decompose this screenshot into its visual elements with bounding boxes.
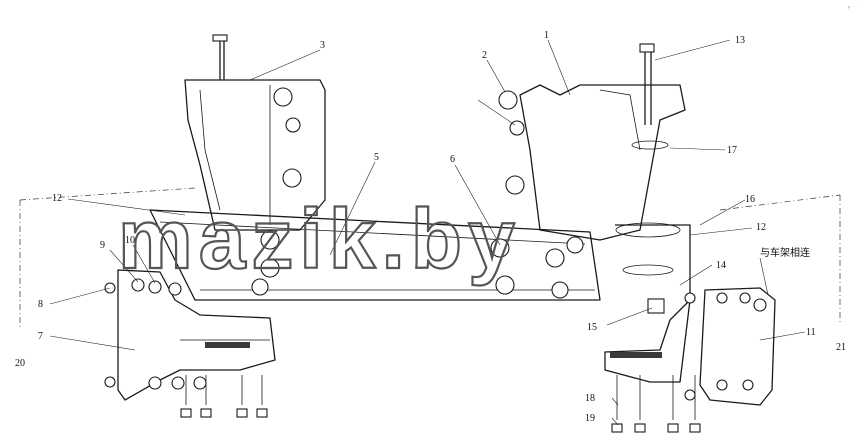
crossmember-outline	[19, 187, 841, 330]
callout-16: 16	[745, 194, 755, 205]
callout-labels: 1 2 3 5 6 7 8 9 10 11 12 12 13 14 15 16 …	[15, 30, 846, 424]
callout-5: 5	[374, 152, 379, 163]
callout-12-left: 12	[52, 193, 62, 204]
callout-9: 9	[100, 240, 105, 251]
callout-12-right: 12	[756, 222, 766, 233]
callout-17: 17	[727, 145, 737, 156]
callout-11: 11	[806, 327, 816, 338]
callout-7: 7	[38, 331, 43, 342]
left-lower-mount	[104, 269, 276, 418]
callout-13: 13	[735, 35, 745, 46]
callout-15: 15	[587, 322, 597, 333]
callout-3: 3	[320, 40, 325, 51]
corner-mark: p· ···	[848, 4, 857, 9]
callout-6: 6	[450, 154, 455, 165]
callout-20: 20	[15, 358, 25, 369]
right-lower-mount	[604, 222, 776, 433]
callout-19: 19	[585, 413, 595, 424]
callout-10: 10	[125, 235, 135, 246]
callout-2: 2	[482, 50, 487, 61]
callout-18: 18	[585, 393, 595, 404]
leader-lines	[49, 39, 806, 426]
left-upper-bracket	[184, 34, 326, 296]
watermark-text: mazik.by	[118, 192, 521, 286]
frame-connection-note: 与车架相连	[760, 246, 810, 259]
callout-1: 1	[544, 30, 549, 41]
right-upper-bracket	[490, 43, 686, 299]
callout-14: 14	[716, 260, 726, 271]
callout-21: 21	[836, 342, 846, 353]
callout-8: 8	[38, 299, 43, 310]
